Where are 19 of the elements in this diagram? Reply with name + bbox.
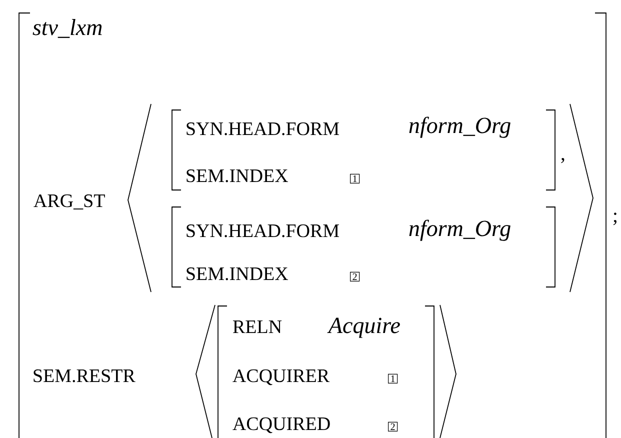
attribute-label: ACQUIRER [232, 369, 330, 386]
value-label: nform_Org [409, 220, 510, 241]
value-label: Acquire [327, 318, 400, 338]
tag-box: 1 [388, 374, 398, 384]
tag-box: 1 [350, 174, 360, 184]
tag-box: 2 [350, 272, 360, 282]
attribute-label: SYN.HEAD.FORM [186, 224, 339, 238]
attribute-label: SYN.HEAD.FORM [186, 122, 339, 136]
semicolon: ; [613, 212, 616, 226]
type-label: stv_lxm [32, 19, 102, 38]
attribute-label: ARG_ST [34, 194, 105, 210]
attribute-label: SEM.INDEX [186, 267, 288, 280]
attribute-label: SEM.RESTR [34, 369, 136, 382]
tag-box: 2 [388, 422, 398, 432]
value-label: nform_Org [409, 116, 510, 138]
attribute-label: SEM.INDEX [186, 169, 288, 182]
attribute-label: RELN [233, 320, 282, 333]
attribute-label: ACQUIRED [232, 417, 330, 434]
comma: , [561, 158, 564, 164]
